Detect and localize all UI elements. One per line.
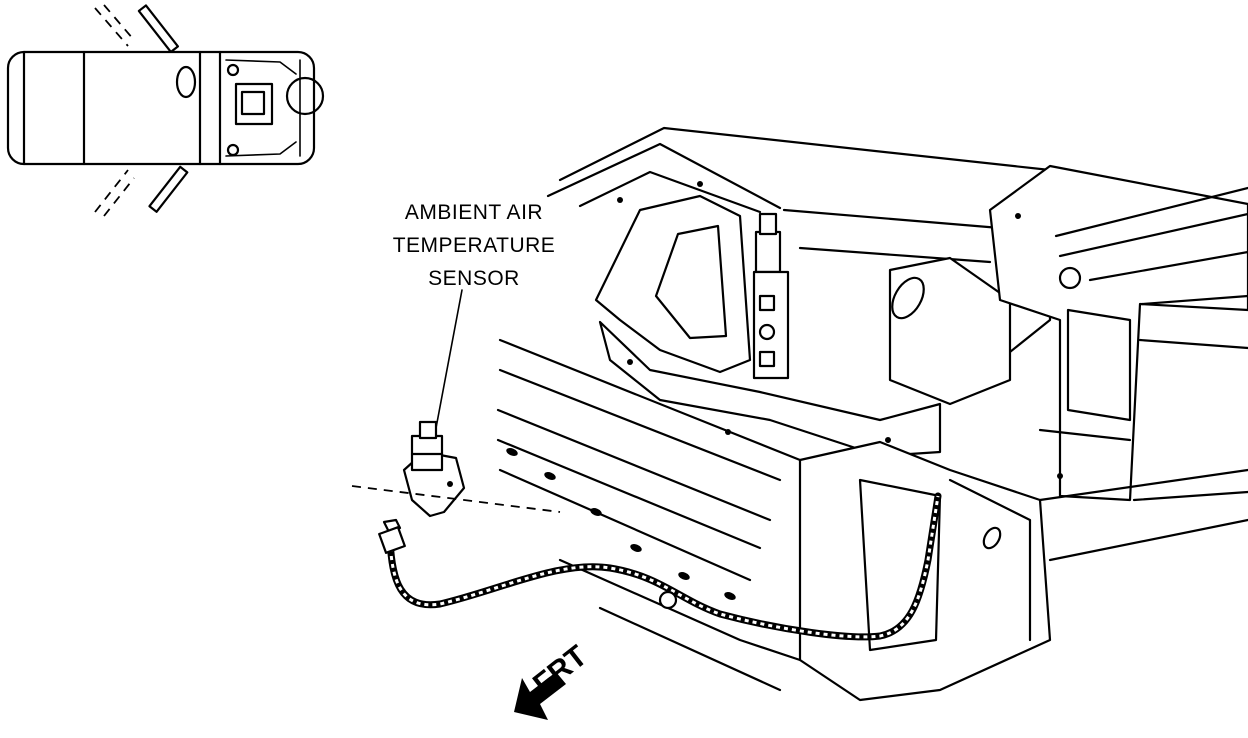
callout-line-3: SENSOR <box>428 267 520 290</box>
sensor-callout-label: AMBIENT AIR TEMPERATURE SENSOR <box>386 196 562 295</box>
ambient-air-temperature-sensor <box>402 420 466 518</box>
wiring-harness <box>378 492 942 641</box>
vehicle-top-view-icon <box>6 4 325 217</box>
callout-leader-line <box>435 289 463 429</box>
mounting-alignment-line <box>351 485 561 513</box>
front-direction-arrow-icon <box>514 672 566 720</box>
callout-line-2: TEMPERATURE <box>392 234 556 257</box>
engine-compartment-structure <box>496 126 1248 702</box>
callout-line-1: AMBIENT AIR <box>404 201 544 224</box>
